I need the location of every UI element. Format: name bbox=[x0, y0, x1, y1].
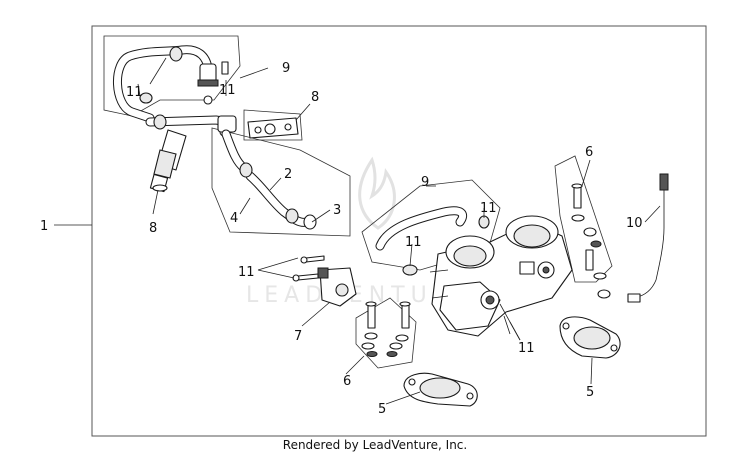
callout-10: 10 bbox=[626, 216, 643, 231]
throttle-body bbox=[429, 215, 573, 337]
callout-11-clamp-right: 11 bbox=[480, 201, 497, 216]
injector-clamp-plate bbox=[247, 117, 299, 139]
callout-11-clamp-left: 11 bbox=[405, 235, 422, 250]
group-outline-breather-hose bbox=[211, 127, 351, 237]
hose-clamp bbox=[139, 92, 153, 104]
callout-11-screws: 11 bbox=[238, 265, 255, 280]
watermark: LEADVENTURE bbox=[246, 156, 474, 308]
callout-4: 4 bbox=[230, 211, 238, 226]
callout-9-top: 9 bbox=[282, 61, 290, 76]
intake-flange-right bbox=[559, 316, 621, 359]
assembly-frame bbox=[91, 25, 707, 437]
callout-8-left: 8 bbox=[149, 221, 157, 236]
callout-11-body: 11 bbox=[518, 341, 535, 356]
callout-8-right: 8 bbox=[311, 90, 319, 105]
hose-clamp bbox=[285, 208, 299, 224]
callout-5-lower: 5 bbox=[378, 402, 386, 417]
hose-clamp bbox=[402, 264, 418, 276]
callout-7: 7 bbox=[294, 329, 302, 344]
callout-2: 2 bbox=[284, 167, 292, 182]
hose-clamp bbox=[169, 46, 183, 62]
callout-11-hose: 11 bbox=[126, 85, 143, 100]
render-credit: Rendered by LeadVenture, Inc. bbox=[282, 438, 468, 452]
hose-clamp bbox=[239, 162, 253, 178]
sensor-screws bbox=[292, 255, 325, 282]
intake-flange-lower bbox=[403, 372, 478, 407]
group-outline-clamp bbox=[243, 109, 303, 141]
bolt-set-right bbox=[571, 183, 611, 299]
callout-9-lower: 9 bbox=[421, 175, 429, 190]
injector-seal bbox=[152, 184, 168, 192]
vent-hose bbox=[375, 206, 490, 276]
screw bbox=[221, 61, 229, 75]
washer bbox=[203, 95, 213, 105]
hose-fitting bbox=[303, 214, 317, 230]
callout-6-left: 6 bbox=[343, 374, 351, 389]
callout-6-right: 6 bbox=[585, 145, 593, 160]
callout-labels: 1 2 3 4 5 5 6 6 7 8 8 9 9 10 11 11 11 11… bbox=[40, 61, 643, 417]
watermark-text: LEADVENTURE bbox=[246, 283, 474, 308]
group-outline-fuel-hoses bbox=[103, 35, 241, 117]
leader-lines bbox=[54, 57, 661, 405]
temperature-sensor-probe bbox=[627, 173, 669, 303]
fuel-hose-assembly bbox=[113, 45, 237, 137]
group-outline-bolts-right bbox=[554, 155, 613, 283]
callout-5-right: 5 bbox=[586, 385, 594, 400]
group-outline-bolts-left bbox=[355, 297, 417, 369]
hose-clamp bbox=[153, 114, 167, 130]
callout-1: 1 bbox=[40, 219, 48, 234]
bolt-set-left bbox=[361, 301, 411, 357]
hose-fitting-base bbox=[197, 79, 219, 87]
callout-11-fitting: 11 bbox=[219, 83, 236, 98]
breather-hose bbox=[221, 129, 317, 230]
fuel-injector bbox=[149, 129, 187, 193]
hose-connector bbox=[217, 115, 237, 133]
callout-3: 3 bbox=[333, 203, 341, 218]
group-outline-vent-hose bbox=[361, 179, 501, 271]
throttle-position-sensor bbox=[317, 267, 357, 307]
